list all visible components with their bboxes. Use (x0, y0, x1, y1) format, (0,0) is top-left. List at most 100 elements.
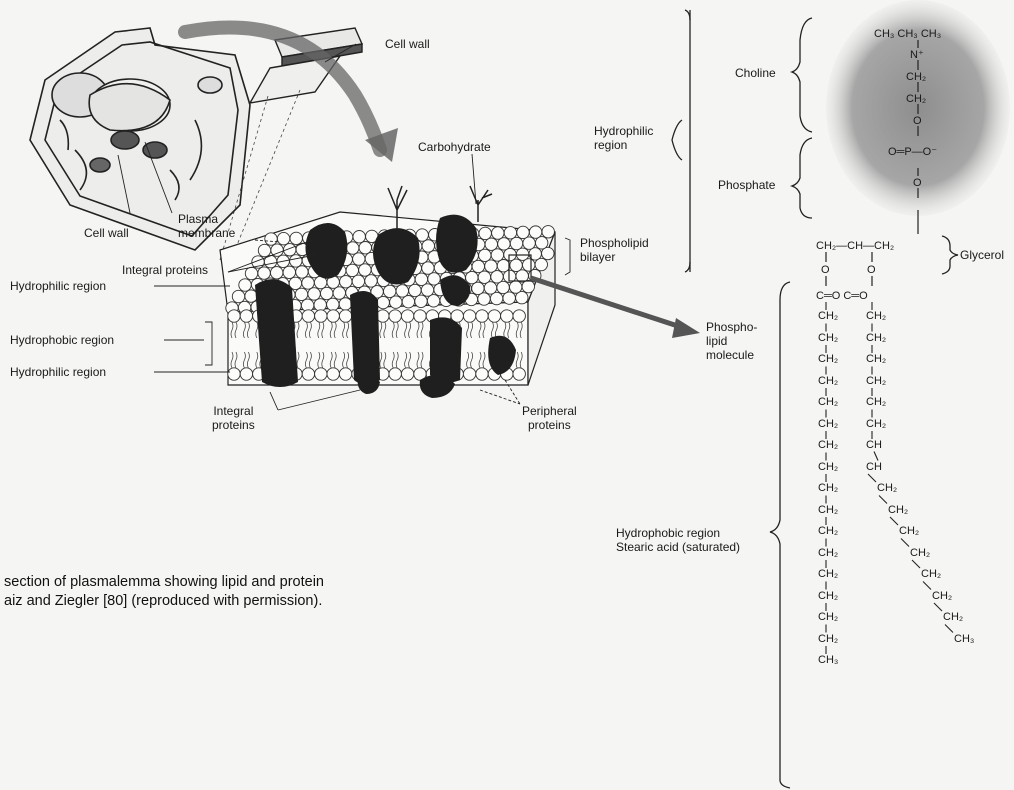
label-molecule-line3: molecule (706, 348, 757, 362)
lipid-head (296, 266, 308, 278)
chain-bond (868, 474, 876, 482)
formula-o-link: O (913, 115, 922, 127)
lipid-head (347, 242, 359, 254)
lipid-head (315, 310, 327, 322)
lipid-head (265, 233, 277, 245)
right-chain-group: CH (866, 461, 882, 473)
lipid-head (283, 266, 295, 278)
lipid-head (352, 275, 364, 287)
lipid-head (302, 277, 314, 289)
lipid-head (421, 284, 433, 296)
figure-caption-line1: section of plasmalemma showing lipid and… (4, 574, 324, 591)
right-chain-group: CH₂ (866, 375, 886, 387)
lipid-head (422, 240, 434, 252)
lipid-head (240, 368, 252, 380)
left-chain-group: CH₂ (818, 504, 838, 516)
lipid-head (245, 290, 257, 302)
right-chain-group: CH₂ (866, 396, 886, 408)
lipid-head (290, 232, 302, 244)
label-integral-proteins-bottom: Integral proteins (212, 404, 255, 432)
lipid-head (339, 368, 351, 380)
label-carbohydrate: Carbohydrate (418, 140, 491, 154)
lipid-head (340, 276, 352, 288)
lipid-head (271, 267, 283, 279)
lipid-head (491, 249, 503, 261)
lipid-head (510, 237, 522, 249)
lipid-head (479, 249, 491, 261)
chain-bond (945, 625, 953, 633)
label-hydrophilic-region-top: Hydrophilic region (10, 279, 106, 293)
lipid-head (476, 310, 488, 322)
lipid-head (232, 290, 244, 302)
left-chain-group: CH₂ (818, 611, 838, 623)
lipid-head (422, 262, 434, 274)
lipid-head (302, 310, 314, 322)
lipid-head (485, 238, 497, 250)
lipid-head (476, 368, 488, 380)
label-bilayer-line2: bilayer (580, 250, 649, 264)
formula-ester-oxygen-right: O (867, 264, 876, 276)
figure-caption-line2: aiz and Ziegler [80] (reproduced with pe… (4, 593, 322, 610)
lipid-head (228, 310, 240, 322)
label-molecule-line1: Phospho- (706, 320, 757, 334)
lipid-head (353, 230, 365, 242)
left-chain-group: CH₂ (818, 310, 838, 322)
lipid-head (333, 287, 345, 299)
label-peripheral-proteins: Peripheral proteins (522, 404, 577, 432)
right-chain-group: CH₂ (932, 590, 952, 602)
membrane-block (220, 186, 555, 398)
label-molecule-line2: lipid (706, 334, 757, 348)
left-chain-group: CH₂ (818, 461, 838, 473)
lipid-head (513, 310, 525, 322)
formula-ch2-a: CH₂ (906, 71, 926, 83)
lipid-head (308, 288, 320, 300)
label-hydrophobic-line1: Hydrophobic region (616, 526, 740, 540)
left-chain-group: CH₂ (818, 332, 838, 344)
left-chain-group: CH₂ (818, 418, 838, 430)
label-plasma-line1: Plasma (178, 212, 235, 226)
left-chain-group: CH₂ (818, 590, 838, 602)
label-phospholipid-bilayer: Phospholipid bilayer (580, 236, 649, 264)
lipid-head (384, 285, 396, 297)
lipid-head (377, 296, 389, 308)
lipid-head (396, 285, 408, 297)
label-hydrophilic-region-bottom: Hydrophilic region (10, 365, 106, 379)
label-cell-wall-left: Cell wall (84, 226, 129, 240)
right-chain-group: CH₂ (888, 504, 908, 516)
lipid-head (258, 244, 270, 256)
label-phospholipid-molecule: Phospho- lipid molecule (706, 320, 757, 362)
lipid-head (359, 264, 371, 276)
chain-bond (912, 560, 920, 568)
label-hydrophilic-line1: Hydrophilic (594, 124, 653, 138)
formula-carbonyl-row: C═O C═O (816, 290, 868, 302)
chain-bond (879, 496, 887, 504)
left-chain-group: CH₂ (818, 375, 838, 387)
right-chain-group: CH₂ (877, 482, 897, 494)
lipid-head (365, 275, 377, 287)
formula-methyls: CH₃ CH₃ CH₃ (874, 28, 941, 40)
lipid-head (409, 284, 421, 296)
left-chain-group: CH₂ (818, 439, 838, 451)
left-chain-group: CH₃ (818, 654, 838, 666)
lipid-head (501, 310, 513, 322)
right-chain-group: CH₂ (866, 332, 886, 344)
lipid-head (228, 368, 240, 380)
lipid-head (314, 299, 326, 311)
lipid-head (353, 253, 365, 265)
label-peripheral-line1: Peripheral (522, 404, 577, 418)
left-chain-group: CH₂ (818, 547, 838, 559)
lipid-head (542, 226, 554, 238)
lipid-head (415, 295, 427, 307)
label-plasma-membrane: Plasma membrane (178, 212, 235, 240)
formula-ch2-b: CH₂ (906, 93, 926, 105)
lipid-head (240, 310, 252, 322)
lipid-head (327, 368, 339, 380)
left-chain-group: CH₂ (818, 353, 838, 365)
lipid-head (492, 227, 504, 239)
lipid-head (359, 242, 371, 254)
right-chain-group: CH₂ (866, 418, 886, 430)
lipid-head (463, 310, 475, 322)
lipid-head (472, 260, 484, 272)
